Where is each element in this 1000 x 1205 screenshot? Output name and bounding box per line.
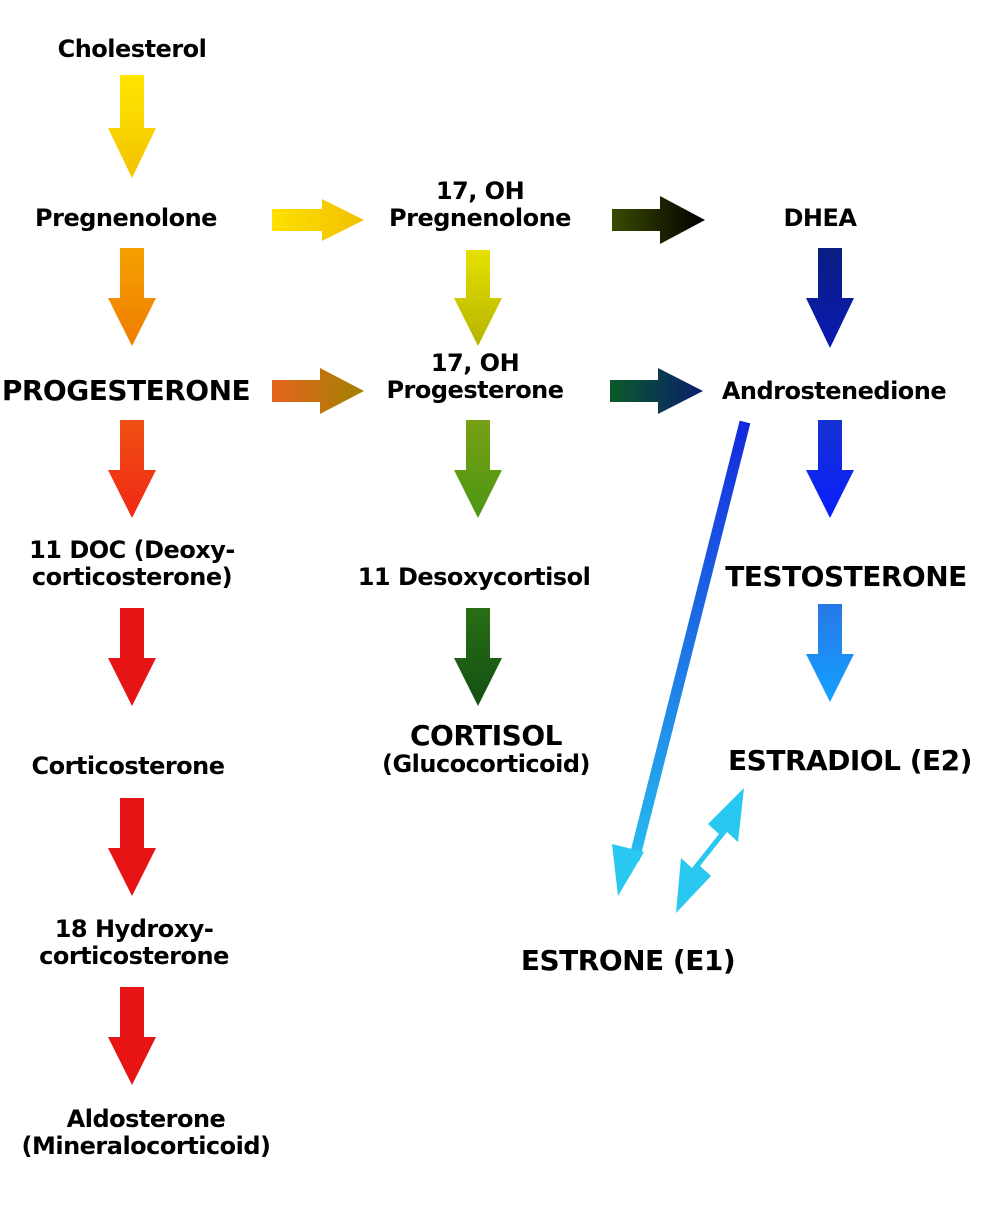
arrow-estradiol-estrone <box>676 788 744 913</box>
arrow-androstenedione-estrone-head <box>612 844 644 896</box>
node-cholesterol: Cholesterol <box>58 36 207 63</box>
node-11doc-label-line2: corticosterone) <box>31 562 233 591</box>
arrow-17oh-pregnenolone-dhea <box>612 196 705 244</box>
arrow-pregnenolone-17oh-pregnenolone <box>272 199 364 241</box>
arrow-testosterone-estradiol <box>806 604 854 702</box>
node-17oh-progesterone: 17, OH Progesterone <box>386 349 564 404</box>
node-17oh-pregnenolone: 17, OH Pregnenolone <box>389 178 571 232</box>
node-estrone-label: ESTRONE (E1) <box>520 944 736 977</box>
node-progesterone-label: PROGESTERONE <box>1 374 251 407</box>
node-18-hydroxy-label-line2: corticosterone <box>39 941 229 970</box>
node-pregnenolone: Pregnenolone <box>35 205 217 232</box>
arrow-androstenedione-estrone <box>628 420 751 862</box>
arrow-18hydroxy-aldosterone <box>108 987 156 1085</box>
node-18-hydroxycorticosterone: 18 Hydroxy- corticosterone <box>39 916 229 970</box>
arrow-corticosterone-18hydroxy <box>108 798 156 896</box>
node-17oh-pregnenolone-label-line2: Pregnenolone <box>389 203 571 232</box>
node-pregnenolone-label: Pregnenolone <box>35 204 217 232</box>
arrow-dhea-androstenedione <box>806 248 854 348</box>
node-dhea-label: DHEA <box>783 204 857 232</box>
node-17oh-progesterone-label-line2: Progesterone <box>386 375 564 404</box>
arrow-11desoxycortisol-cortisol <box>454 608 502 706</box>
node-androstenedione-label: Androstenedione <box>721 377 947 405</box>
node-17oh-pregnenolone-label-line1: 17, OH <box>435 177 525 205</box>
node-aldosterone-label-line1: Aldosterone <box>66 1105 226 1133</box>
node-11doc-label-line1: 11 DOC (Deoxy- <box>29 536 235 564</box>
node-11-desoxycortisol: 11 Desoxycortisol <box>358 564 591 591</box>
arrow-pregnenolone-progesterone <box>108 248 156 346</box>
arrow-androstenedione-testosterone <box>806 420 854 518</box>
node-18-hydroxy-label-line1: 18 Hydroxy- <box>54 915 214 943</box>
arrow-progesterone-17oh-progesterone <box>272 368 364 414</box>
arrow-11doc-corticosterone <box>108 608 156 706</box>
node-cortisol: CORTISOL (Glucocorticoid) <box>381 719 591 779</box>
node-testosterone-label: TESTOSTERONE <box>725 560 967 593</box>
arrow-progesterone-11doc <box>108 420 156 518</box>
node-cholesterol-label: Cholesterol <box>57 35 207 63</box>
node-17oh-progesterone-label-line1: 17, OH <box>430 349 520 377</box>
node-11doc: 11 DOC (Deoxy- corticosterone) <box>29 537 235 591</box>
node-11-desoxycortisol-label: 11 Desoxycortisol <box>357 563 591 591</box>
node-cortisol-label-line1: CORTISOL <box>410 719 562 752</box>
node-estradiol-label: ESTRADIOL (E2) <box>728 744 972 777</box>
node-corticosterone: Corticosterone <box>31 752 225 780</box>
arrow-17oh-progesterone-androstenedione <box>610 368 703 414</box>
node-cortisol-label-line2: (Glucocorticoid) <box>381 750 591 779</box>
node-progesterone: PROGESTERONE <box>1 374 251 407</box>
arrow-17oh-pregnenolone-17oh-progesterone <box>454 250 502 346</box>
node-aldosterone: Aldosterone (Mineralocorticoid) <box>21 1105 271 1160</box>
node-estradiol: ESTRADIOL (E2) <box>728 744 972 777</box>
arrow-17oh-progesterone-11desoxycortisol <box>454 420 502 518</box>
node-androstenedione: Androstenedione <box>721 377 947 405</box>
node-testosterone: TESTOSTERONE <box>725 560 967 593</box>
arrow-cholesterol-pregnenolone <box>108 75 156 178</box>
node-estrone: ESTRONE (E1) <box>520 944 736 977</box>
node-corticosterone-label: Corticosterone <box>31 752 225 780</box>
node-dhea: DHEA <box>784 205 857 232</box>
node-aldosterone-label-line2: (Mineralocorticoid) <box>21 1131 271 1160</box>
